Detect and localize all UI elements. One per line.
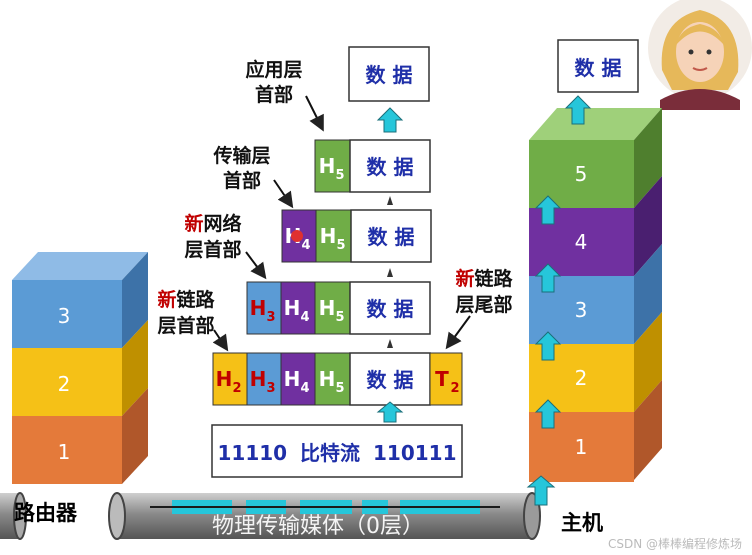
watermark: CSDN @棒棒编程修炼场: [608, 536, 742, 551]
host-data-label: 数 据: [575, 56, 622, 80]
link-trailer-line1: 新链路: [455, 267, 513, 290]
svg-text:3: 3: [266, 381, 275, 396]
transport-header-line2: 首部: [223, 169, 261, 192]
svg-text:H: H: [319, 367, 336, 391]
svg-text:数 据: 数 据: [367, 155, 414, 179]
encapsulation-stack: 数 据 H 5 数 据 H 4 H 5 数 据 H 3 H 4 H 5 数 据: [212, 47, 462, 477]
medium-label: 物理传输媒体（0层）: [212, 514, 424, 539]
svg-text:H: H: [319, 296, 336, 320]
svg-text:5: 5: [335, 381, 344, 396]
app-data-label: 数 据: [366, 63, 413, 87]
network-header-line1: 新网络: [184, 212, 241, 235]
link-header-line2: 层首部: [157, 314, 214, 337]
svg-text:数 据: 数 据: [367, 297, 414, 321]
up-arrow-icon: [378, 108, 402, 132]
host-layer3-label: 3: [575, 298, 588, 322]
small-arrow-icon: [387, 268, 393, 277]
svg-text:5: 5: [335, 310, 344, 325]
svg-text:H: H: [250, 296, 267, 320]
svg-text:5: 5: [335, 168, 344, 183]
host-layer2-label: 2: [575, 366, 588, 390]
small-arrow-icon: [387, 196, 393, 205]
svg-text:2: 2: [450, 381, 459, 396]
svg-text:T: T: [435, 367, 449, 391]
app-header-line1: 应用层: [245, 58, 302, 81]
svg-text:2: 2: [232, 381, 241, 396]
svg-text:4: 4: [300, 310, 309, 325]
bitstream-label: 11110 比特流 110111: [217, 441, 456, 465]
svg-text:H: H: [319, 154, 336, 178]
avatar: [648, 0, 752, 110]
svg-text:H: H: [250, 367, 267, 391]
host-layer4-label: 4: [575, 230, 588, 254]
router-layer3-label: 3: [58, 304, 71, 328]
svg-text:H: H: [216, 367, 233, 391]
app-header-line2: 首部: [255, 83, 293, 106]
physical-medium-pipe: 物理传输媒体（0层）: [0, 493, 540, 539]
host-label: 主机: [561, 511, 603, 535]
svg-text:数 据: 数 据: [368, 225, 415, 249]
router-layer2-label: 2: [58, 372, 71, 396]
router-layer1-label: 1: [58, 440, 71, 464]
pointer-dot: [291, 230, 303, 242]
link-header-line1: 新链路: [157, 288, 215, 311]
svg-text:4: 4: [301, 238, 310, 253]
pipe-end-left: [109, 493, 125, 539]
router-label: 路由器: [14, 501, 78, 525]
transport-header-line1: 传输层: [212, 144, 270, 167]
small-arrow-icon: [387, 339, 393, 348]
host-layer1-label: 1: [575, 435, 588, 459]
svg-text:H: H: [320, 224, 337, 248]
router-stack: 3 2 1: [12, 252, 148, 484]
network-header-line2: 层首部: [184, 238, 241, 261]
link-trailer-line2: 层尾部: [455, 293, 512, 316]
svg-text:数 据: 数 据: [367, 368, 414, 392]
svg-text:5: 5: [336, 238, 345, 253]
svg-text:H: H: [284, 367, 301, 391]
host-layer5-label: 5: [575, 162, 588, 186]
svg-text:4: 4: [300, 381, 309, 396]
svg-text:H: H: [284, 296, 301, 320]
svg-text:3: 3: [266, 310, 275, 325]
